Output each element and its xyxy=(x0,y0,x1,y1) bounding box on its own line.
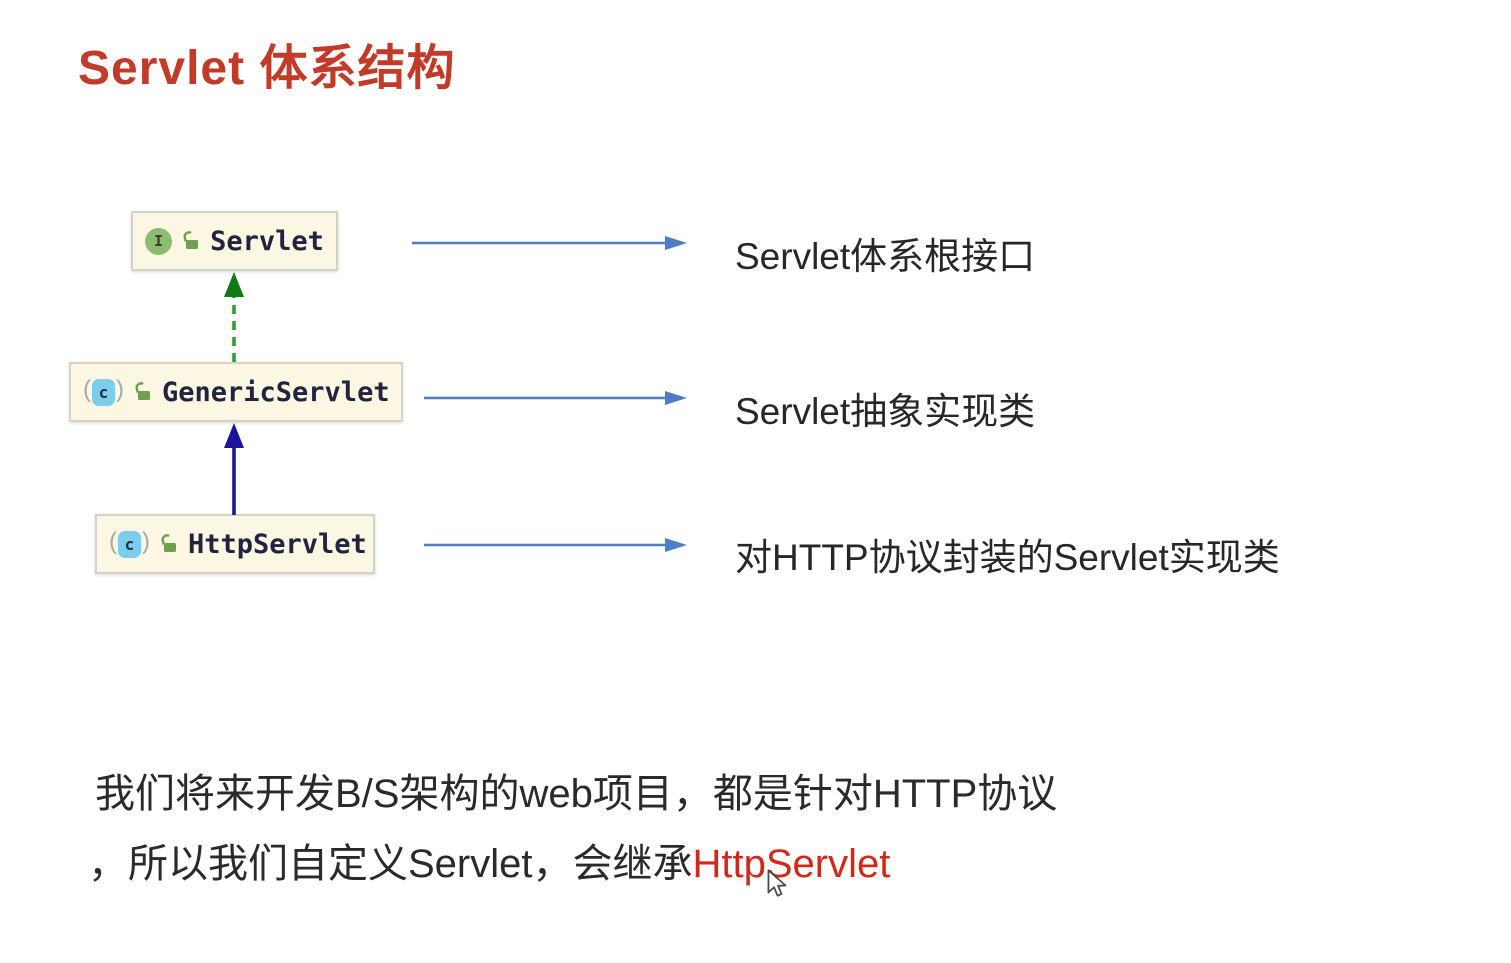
implements-arrow xyxy=(224,272,244,362)
node-description-httpservlet: 对HTTP协议封装的Servlet实现类 xyxy=(735,537,1280,578)
pointer-arrow xyxy=(424,538,687,552)
interface-icon: I xyxy=(145,227,172,255)
note-line-1: 我们将来开发B/S架构的web项目，都是针对HTTP协议 xyxy=(95,772,1058,816)
extends-arrow xyxy=(224,423,244,515)
unlock-icon xyxy=(183,231,198,249)
abstract-class-icon: (c) xyxy=(83,378,124,406)
mouse-cursor-icon xyxy=(767,869,787,897)
node-description-servlet: Servlet体系根接口 xyxy=(735,236,1036,277)
abstract-class-icon: (c) xyxy=(109,530,150,558)
unlock-icon xyxy=(135,382,150,400)
note-line-2: ，所以我们自定义Servlet，会继承HttpServlet xyxy=(88,831,890,889)
page-title: Servlet 体系结构 xyxy=(78,42,456,95)
class-node-genericservlet: (c) GenericServlet xyxy=(69,362,403,422)
pointer-arrow xyxy=(424,391,687,405)
class-node-label: Servlet xyxy=(210,225,324,257)
class-node-label: GenericServlet xyxy=(162,376,390,408)
class-node-httpservlet: (c) HttpServlet xyxy=(95,514,375,574)
node-description-genericservlet: Servlet抽象实现类 xyxy=(735,391,1036,432)
note-line-2-text: ，所以我们自定义Servlet，会继承 xyxy=(88,842,693,886)
unlock-icon xyxy=(161,534,176,552)
note-highlight-httpservlet: HttpServlet xyxy=(692,842,891,886)
class-node-servlet: I Servlet xyxy=(131,211,338,271)
class-node-label: HttpServlet xyxy=(188,528,367,560)
pointer-arrow xyxy=(412,236,687,250)
